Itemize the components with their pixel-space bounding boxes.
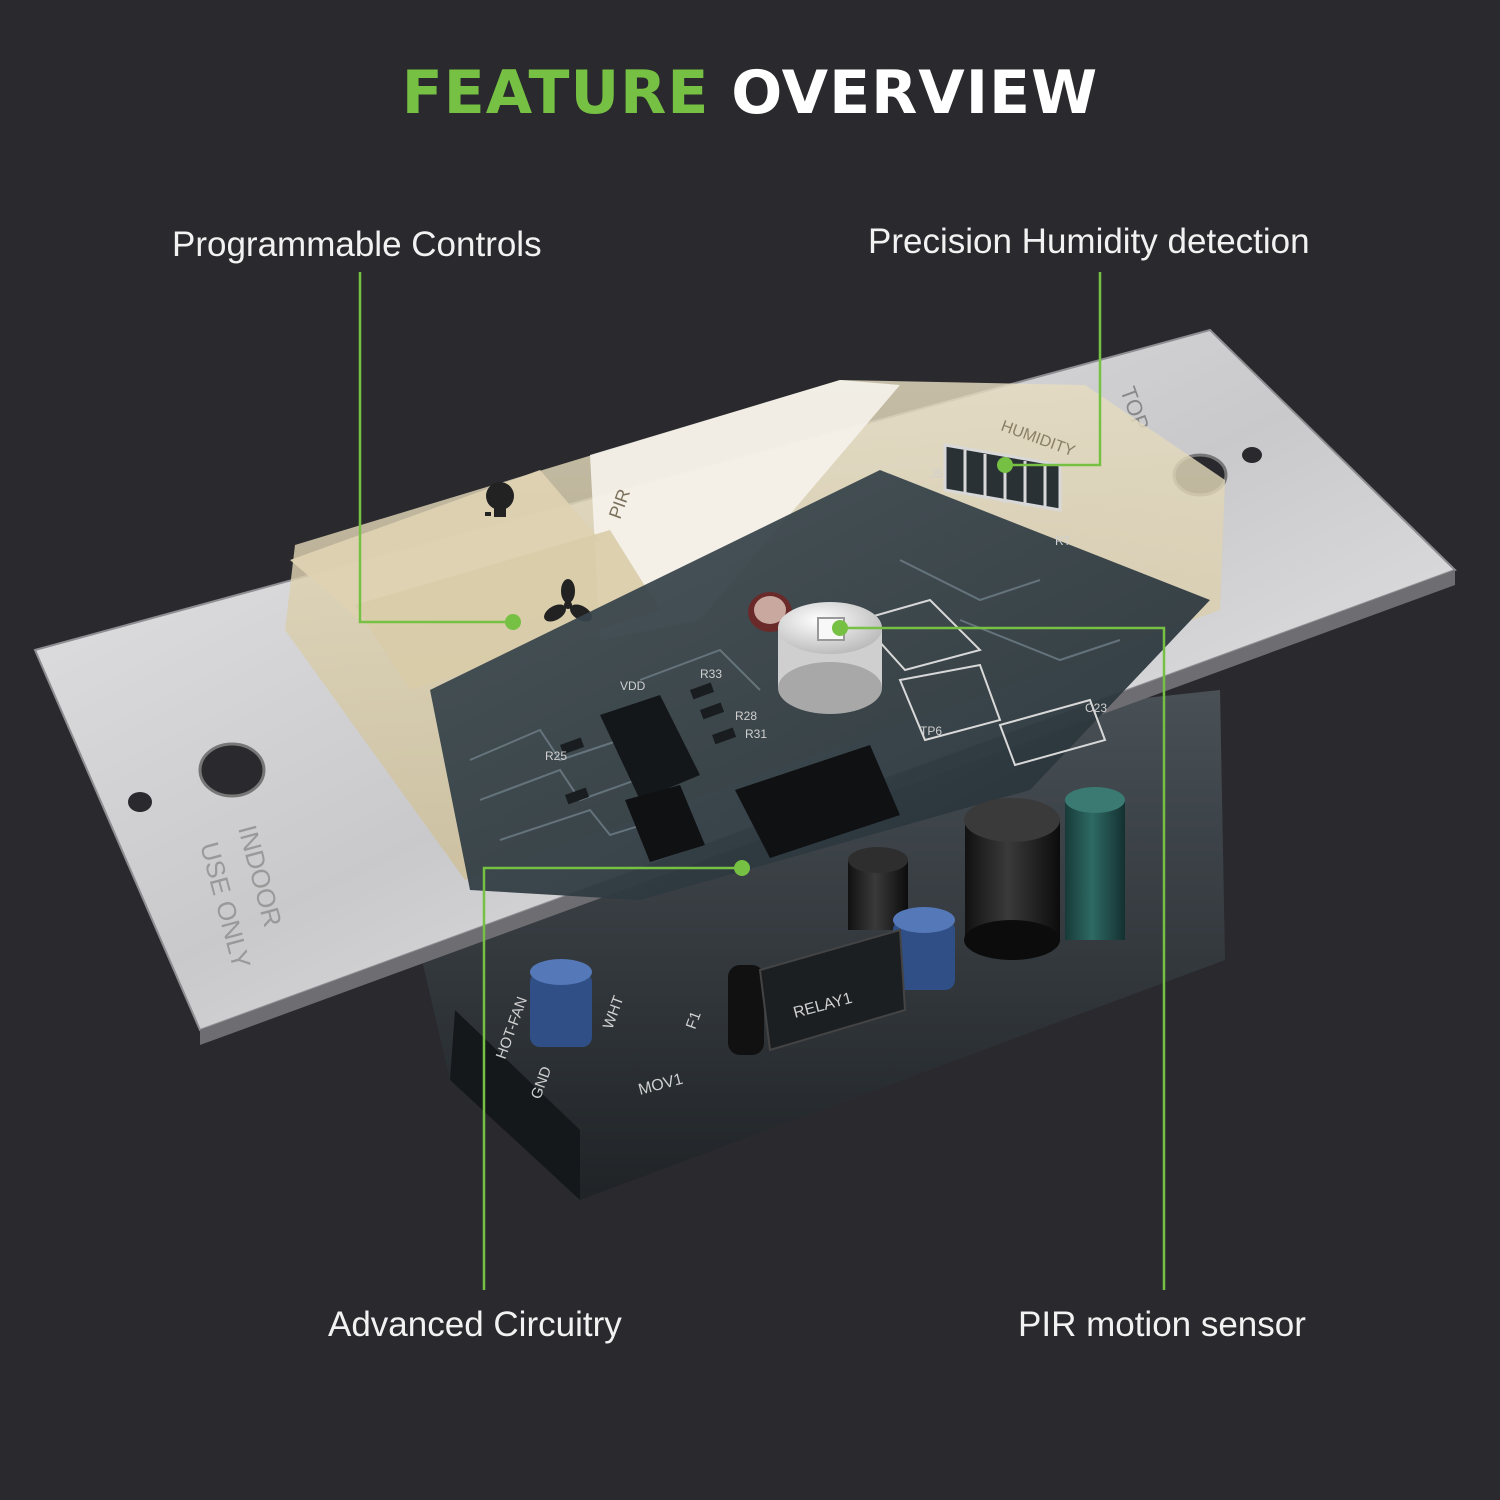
- dot-programmable: [505, 614, 521, 630]
- humidity-sensor: [943, 443, 1062, 512]
- dot-circuitry: [734, 860, 750, 876]
- title-overview: OVERVIEW: [731, 58, 1099, 128]
- board-label-r31: R31: [745, 727, 767, 741]
- ic-chip-2: [735, 745, 900, 858]
- title-feature: FEATURE: [401, 58, 710, 128]
- page-title: FEATURE OVERVIEW: [0, 58, 1500, 128]
- callout-programmable-controls: Programmable Controls: [172, 225, 542, 264]
- fuse-label: F1: [683, 1009, 705, 1031]
- screw-hole-right: [1242, 447, 1262, 463]
- dot-pir: [832, 620, 848, 636]
- board-label-rt: RT: [1055, 534, 1071, 548]
- board-label-r25: R25: [545, 749, 567, 763]
- pir-sensor: [748, 592, 882, 714]
- mount-hole-left: [198, 742, 266, 798]
- ic-chip-3: [625, 785, 705, 862]
- dot-humidity: [997, 457, 1013, 473]
- screw-hole-left: [128, 792, 152, 812]
- leader-humidity: [1005, 272, 1102, 467]
- ic-chip-1: [600, 695, 700, 800]
- leader-circuitry: [482, 866, 742, 1290]
- leader-lines: [358, 272, 1166, 1290]
- board-label-tp6: TP6: [920, 724, 942, 738]
- board-label-vdd: VDD: [620, 679, 646, 693]
- lightbulb-icon: [485, 482, 514, 517]
- leader-pir: [840, 626, 1166, 1290]
- board-label-c23: C23: [1085, 701, 1107, 715]
- board-label-j5: J5: [930, 467, 943, 481]
- callout-pir-motion-sensor: PIR motion sensor: [1018, 1305, 1306, 1344]
- board-label-r28: R28: [735, 709, 757, 723]
- callout-precision-humidity: Precision Humidity detection: [868, 222, 1310, 261]
- leader-programmable: [358, 272, 513, 624]
- callout-advanced-circuitry: Advanced Circuitry: [328, 1305, 622, 1344]
- board-label-r33: R33: [700, 667, 722, 681]
- leader-dots: [505, 457, 1013, 876]
